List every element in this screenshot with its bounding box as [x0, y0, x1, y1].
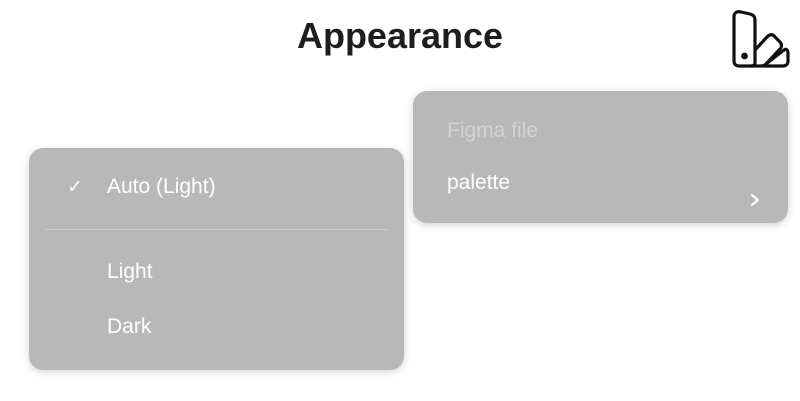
menu-item-label: Dark [107, 315, 152, 338]
menu-item-palette[interactable]: palette [413, 161, 788, 206]
menu-item-label: Light [107, 260, 153, 283]
menu-item-light[interactable]: Light [29, 250, 404, 294]
menu-item-auto-light[interactable]: ✓ Auto (Light) [29, 165, 404, 209]
page-title: Appearance [296, 15, 504, 56]
appearance-menu: ✓ Auto (Light) Light Dark [29, 148, 404, 370]
chevron-right-icon [750, 178, 760, 206]
checkmark-icon: ✓ [67, 176, 83, 198]
menu-item-dark[interactable]: Dark [29, 305, 404, 349]
menu-separator [45, 229, 388, 230]
source-menu-header: Figma file [447, 119, 539, 142]
menu-item-label: palette [447, 171, 511, 194]
menu-item-label: Auto (Light) [107, 175, 216, 198]
app-logo-icon [728, 9, 790, 69]
source-menu: Figma file palette [413, 91, 788, 223]
